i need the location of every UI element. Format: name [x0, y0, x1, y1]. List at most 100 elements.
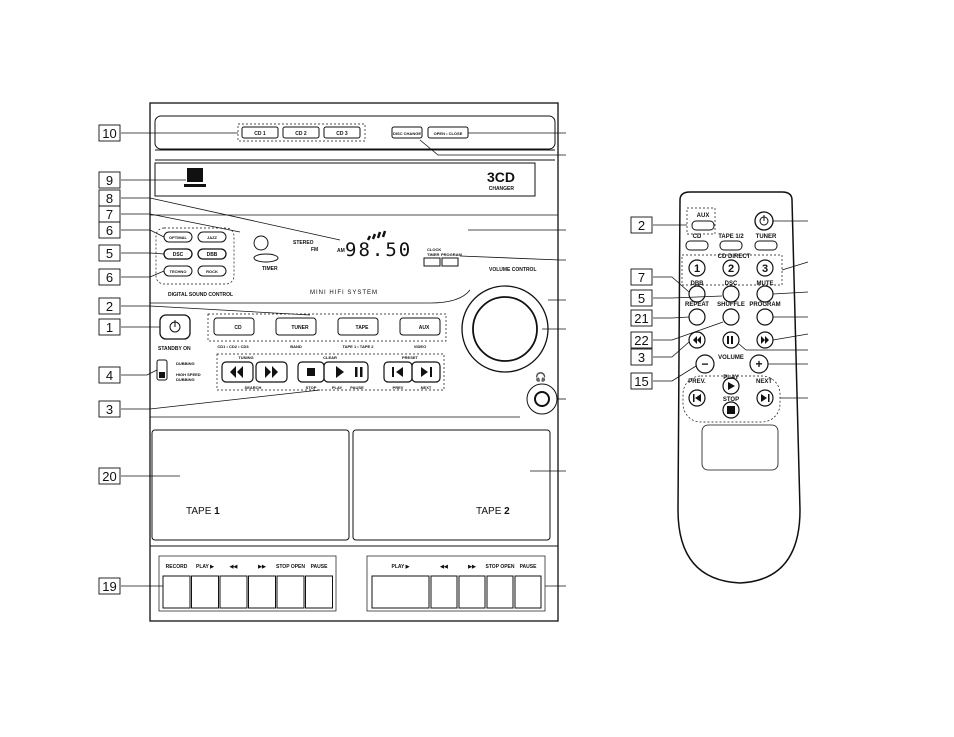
- deck2-button-1[interactable]: [371, 575, 430, 609]
- source-tuner-button[interactable]: TUNER: [275, 317, 317, 336]
- techno-button[interactable]: TECHNO: [163, 265, 193, 277]
- signal-meter-icon: [366, 230, 387, 241]
- stop-button[interactable]: [297, 361, 325, 383]
- play-pause-button[interactable]: [323, 361, 369, 383]
- clock-timer-button[interactable]: [423, 257, 441, 267]
- remote-program-button[interactable]: [756, 308, 774, 326]
- deck1-button-5[interactable]: [276, 575, 305, 609]
- remote-minus-icon: −: [701, 357, 708, 371]
- remote-direct-3-button[interactable]: 3: [756, 259, 774, 277]
- dsc-button[interactable]: DSC: [163, 248, 193, 260]
- deck2-button-4[interactable]: [486, 575, 514, 609]
- remote-body: [677, 191, 801, 584]
- tape2-deck: [352, 429, 551, 541]
- next-icon: [421, 367, 428, 377]
- deck2-button-3[interactable]: [458, 575, 486, 609]
- open-close-button[interactable]: OPEN • CLOSE: [427, 126, 469, 139]
- remote-repeat-button[interactable]: [688, 308, 706, 326]
- remote-shuffle-button[interactable]: [722, 308, 740, 326]
- remote-direct-1-button[interactable]: 1: [688, 259, 706, 277]
- remote-prev-button[interactable]: [688, 389, 706, 407]
- prev-button[interactable]: [383, 361, 413, 383]
- remote-forward-button[interactable]: [756, 331, 774, 349]
- dubbing-switch[interactable]: [156, 359, 168, 381]
- remote-cd-button[interactable]: [685, 240, 709, 251]
- cd3-button[interactable]: CD 3: [323, 126, 361, 139]
- rock-button[interactable]: ROCK: [197, 265, 227, 277]
- stereo-indicator: STEREO: [293, 240, 314, 246]
- cd3-label: CD 3: [336, 131, 348, 137]
- remote-volume-down-button[interactable]: −: [695, 354, 715, 374]
- unit-body: [149, 102, 559, 622]
- remote-control: [677, 191, 801, 584]
- preset-label: PRESET: [402, 355, 419, 360]
- deck2-button-2[interactable]: [430, 575, 458, 609]
- optimal-button[interactable]: OPTIMAL: [163, 231, 193, 243]
- disc-change-button[interactable]: DISC CHANGE: [391, 126, 423, 139]
- remote-tape-button[interactable]: [719, 240, 743, 251]
- remote-play-button[interactable]: [722, 377, 740, 395]
- callout-1-8: 1: [98, 318, 160, 336]
- tape2-label: TAPE 2: [476, 506, 510, 517]
- remote-mute-button[interactable]: [756, 285, 774, 303]
- callout-20-11: 20: [98, 467, 180, 485]
- dbb-button[interactable]: DBB: [197, 248, 227, 260]
- remote-rewind-icon: [693, 336, 701, 344]
- volume-knob[interactable]: [461, 285, 549, 373]
- deck2-button-label-2: ◀◀: [439, 564, 448, 570]
- deck2-button-5[interactable]: [514, 575, 542, 609]
- source-aux-button[interactable]: AUX: [399, 317, 441, 336]
- source-aux-label: AUX: [419, 325, 430, 331]
- remote-direct-2-label: 2: [728, 263, 734, 275]
- remote-direct-2-button[interactable]: 2: [722, 259, 740, 277]
- remote-next-button[interactable]: [756, 389, 774, 407]
- deck1-button-label-5: STOP OPEN: [276, 564, 305, 570]
- callout-2-7: 2: [98, 297, 311, 316]
- program-button[interactable]: [441, 257, 459, 267]
- remote-dbb-button[interactable]: [688, 285, 706, 303]
- jazz-button[interactable]: JAZZ: [197, 231, 227, 243]
- deck1-button-label-6: PAUSE: [311, 564, 329, 570]
- standby-label: STANDBY ON: [158, 346, 191, 352]
- deck2-button-label-4: STOP OPEN: [486, 564, 515, 570]
- remote-callout-number: 22: [634, 333, 648, 348]
- remote-stop-button[interactable]: [722, 401, 740, 419]
- remote-power-button[interactable]: [754, 211, 774, 231]
- deck1-button-1[interactable]: [162, 575, 191, 609]
- headphone-jack[interactable]: [526, 383, 558, 415]
- cd2-button[interactable]: CD 2: [282, 126, 320, 139]
- source-cd-label: CD: [234, 325, 242, 331]
- callout-number: 1: [106, 320, 113, 335]
- clock-timer-label: TIMER: [427, 252, 440, 257]
- deck1-button-2[interactable]: [191, 575, 219, 609]
- remote-pause-icon: [727, 336, 729, 344]
- changer-subtitle: CHANGER: [489, 186, 515, 192]
- remote-tuner-button[interactable]: [754, 240, 778, 251]
- callout-number: 10: [102, 126, 116, 141]
- standby-button[interactable]: [159, 314, 191, 340]
- remote-rewind-button[interactable]: [688, 331, 706, 349]
- remote-plus-icon: +: [755, 357, 762, 371]
- fm-indicator: FM: [311, 247, 318, 253]
- remote-next-label: NEXT: [756, 379, 772, 385]
- dbb-label: DBB: [207, 252, 218, 258]
- headphone-icon: 🎧: [535, 371, 546, 382]
- disc-tray: [154, 162, 536, 197]
- next-button[interactable]: [411, 361, 441, 383]
- remote-dsc-button[interactable]: [722, 285, 740, 303]
- remote-volume-up-button[interactable]: +: [749, 354, 769, 374]
- remote-pause-button[interactable]: [722, 331, 740, 349]
- deck1-button-4[interactable]: [248, 575, 276, 609]
- deck1-button-6[interactable]: [305, 575, 333, 609]
- source-tape-button[interactable]: TAPE: [337, 317, 379, 336]
- remote-aux-button[interactable]: [691, 220, 715, 231]
- callout-3-10: 3: [98, 389, 321, 418]
- callout-number: 9: [106, 173, 113, 188]
- remote-callout-21-3: 21: [630, 309, 690, 327]
- rewind-button[interactable]: [221, 361, 254, 383]
- fast-forward-button[interactable]: [255, 361, 288, 383]
- source-cd-button[interactable]: CD: [213, 317, 255, 336]
- cd1-button[interactable]: CD 1: [241, 126, 279, 139]
- deck1-button-3[interactable]: [219, 575, 248, 609]
- remote-tuner-label: TUNER: [756, 234, 777, 240]
